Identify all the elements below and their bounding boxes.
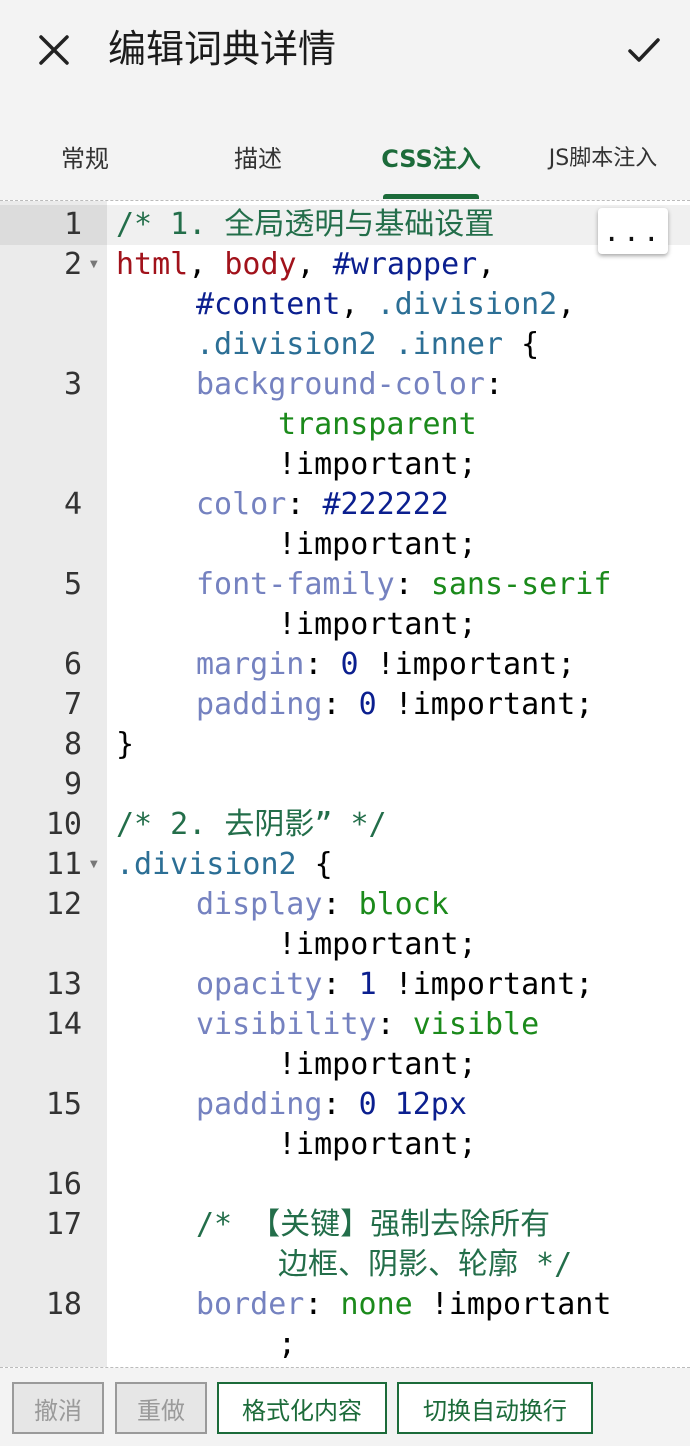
close-button[interactable] — [22, 18, 86, 82]
code-line-wrap: ; — [278, 1327, 297, 1362]
code-line: display: block — [196, 887, 449, 922]
line-number: 9 — [63, 767, 82, 802]
code-line: } — [116, 727, 135, 762]
code-line-wrap: !important; — [278, 527, 477, 562]
code-line: border: none !important — [196, 1287, 612, 1322]
code-line: color: #222222 — [196, 487, 449, 522]
code-line: /* 【关键】强制去除所有 — [196, 1207, 551, 1242]
check-icon — [628, 38, 660, 62]
code-line-wrap: !important; — [278, 927, 477, 962]
fold-arrow-icon[interactable]: ▼ — [90, 259, 98, 270]
line-number: 14 — [45, 1007, 82, 1042]
line-number: 13 — [45, 967, 82, 1002]
line-number: 12 — [45, 887, 82, 922]
format-content-button[interactable]: 格式化内容 — [217, 1382, 387, 1434]
line-number: 11 — [45, 847, 82, 882]
code-line: font-family: sans-serif — [196, 567, 612, 602]
redo-button[interactable]: 重做 — [115, 1382, 207, 1434]
tab-description[interactable]: 描述 — [234, 144, 282, 173]
code-line-wrap: !important; — [278, 607, 477, 642]
code-line: padding: 0 !important; — [196, 687, 594, 722]
line-number: 1 — [63, 207, 82, 242]
code-editor[interactable]: 1 2 ▼ 3 4 5 6 7 8 9 10 11 ▼ 12 13 14 15 … — [0, 200, 690, 1368]
line-number: 7 — [63, 687, 82, 722]
line-number: 8 — [63, 727, 82, 762]
code-line-wrap: !important; — [278, 1127, 477, 1162]
line-number-gutter — [0, 201, 107, 1367]
line-number: 17 — [45, 1207, 82, 1242]
tab-bar: 常规 描述 CSS注入 JS脚本注入 — [0, 112, 690, 200]
undo-button[interactable]: 撤消 — [12, 1382, 104, 1434]
fold-arrow-icon[interactable]: ▼ — [90, 859, 98, 870]
tab-general[interactable]: 常规 — [61, 144, 109, 173]
code-line: /* 2. 去阴影” */ — [116, 807, 387, 842]
code-line: /* 1. 全局透明与基础设置 — [116, 207, 495, 242]
code-line-wrap: .division2 .inner { — [196, 327, 540, 362]
toggle-word-wrap-button[interactable]: 切换自动换行 — [397, 1382, 593, 1434]
line-number: 2 — [63, 247, 82, 282]
code-line: .division2 { — [116, 847, 333, 882]
line-number: 10 — [45, 807, 82, 842]
confirm-button[interactable] — [612, 18, 676, 82]
close-icon — [39, 35, 69, 65]
code-line: padding: 0 12px — [196, 1087, 467, 1122]
active-tab-indicator — [383, 194, 479, 199]
line-number: 18 — [45, 1287, 82, 1322]
line-number: 16 — [45, 1167, 82, 1202]
code-line-wrap: #content, .division2, — [196, 287, 576, 322]
app-bar: 编辑词典详情 — [0, 0, 690, 100]
code-line: margin: 0 !important; — [196, 647, 576, 682]
code-line-wrap: !important; — [278, 447, 477, 482]
code-line-wrap: transparent — [278, 407, 477, 442]
line-number: 4 — [63, 487, 82, 522]
tab-js-injection[interactable]: JS脚本注入 — [548, 146, 658, 171]
code-line: background-color: — [196, 367, 504, 402]
active-line-gutter-highlight — [0, 205, 107, 245]
code-line: visibility: visible — [196, 1007, 540, 1042]
code-line-wrap: 边框、阴影、轮廓 */ — [278, 1247, 573, 1282]
active-line-highlight — [107, 205, 690, 245]
line-number: 6 — [63, 647, 82, 682]
line-number: 5 — [63, 567, 82, 602]
line-number: 3 — [63, 367, 82, 402]
page-title: 编辑词典详情 — [108, 27, 337, 71]
editor-toolbar: 撤消 重做 格式化内容 切换自动换行 — [0, 1370, 690, 1446]
tab-css-injection[interactable]: CSS注入 — [381, 144, 481, 173]
more-options-button[interactable]: ... — [598, 208, 668, 254]
code-line-wrap: !important; — [278, 1047, 477, 1082]
code-line: opacity: 1 !important; — [196, 967, 594, 1002]
code-line: html, body, #wrapper, — [116, 247, 496, 282]
line-number: 15 — [45, 1087, 82, 1122]
